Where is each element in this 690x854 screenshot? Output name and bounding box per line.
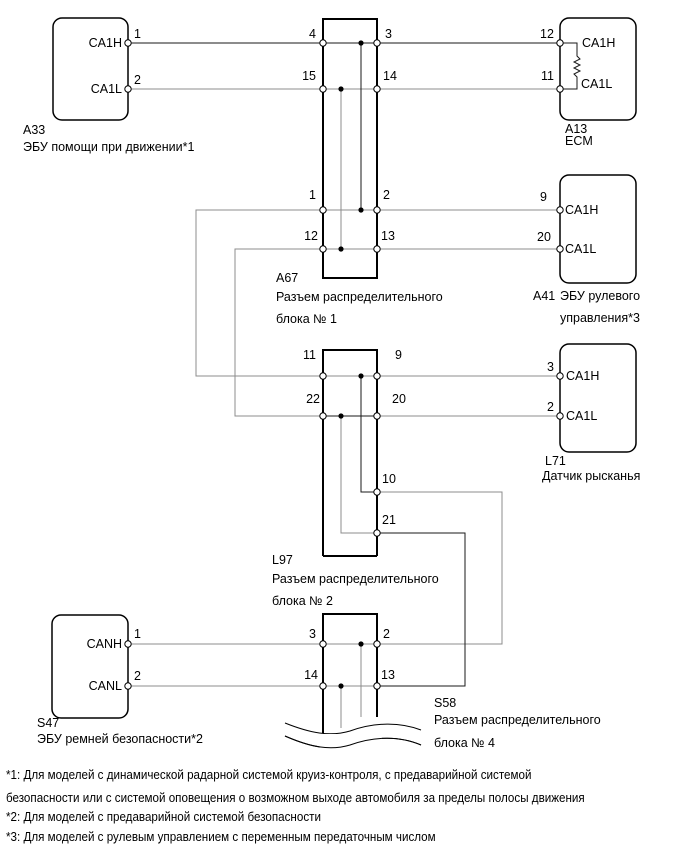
- a13-signal-ca1l: CA1L: [581, 77, 612, 91]
- splice-dots: [338, 40, 364, 689]
- s47-signal-canl: CANL: [89, 679, 122, 693]
- a67-pin-3: 3: [385, 27, 392, 41]
- l71-pin-2: 2: [547, 400, 554, 414]
- a13-pin-11: 11: [541, 69, 554, 83]
- wire-l97-s58-low: [377, 532, 466, 687]
- pin-terminals: [124, 39, 564, 690]
- s47-name: ЭБУ ремней безопасности*2: [37, 732, 203, 746]
- l97-name-line1: Разъем распределительного: [272, 572, 439, 586]
- a67-pin-15: 15: [302, 69, 316, 83]
- a33-pin-2: 2: [134, 73, 141, 87]
- a13-signal-ca1h: CA1H: [582, 36, 615, 50]
- s47-pin-1: 1: [134, 627, 141, 641]
- l71-name: Датчик рысканья: [542, 469, 640, 483]
- a41-signal-ca1h: CA1H: [565, 203, 598, 217]
- component-l71-box: [559, 343, 637, 453]
- component-s47-box: [51, 614, 129, 719]
- l97-id: L97: [272, 553, 293, 567]
- l97-pin-10: 10: [382, 472, 396, 486]
- s47-id: S47: [37, 716, 59, 730]
- a13-id: A13: [565, 122, 587, 136]
- a41-name-line2: управления*3: [560, 311, 640, 325]
- l97-pin-21: 21: [382, 513, 396, 527]
- s58-pin-14: 14: [304, 668, 318, 682]
- footnote-1-line2: безопасности или с системой оповещения о…: [6, 791, 585, 805]
- resistor-icon: [560, 42, 582, 90]
- footnote-1-line1: *1: Для моделей с динамической радарной …: [6, 768, 532, 782]
- a67-pin-13: 13: [381, 229, 395, 243]
- s47-signal-canh: CANH: [87, 637, 122, 651]
- junction-s58: [322, 613, 378, 733]
- l97-pin-20: 20: [392, 392, 406, 406]
- a41-id: A41: [533, 289, 555, 303]
- a33-id: A33: [23, 123, 45, 137]
- a13-name: ECM: [565, 134, 593, 148]
- a41-signal-ca1l: CA1L: [565, 242, 596, 256]
- l97-pin-11: 11: [303, 348, 316, 362]
- wire-l97-s58-high: [377, 491, 503, 645]
- component-a13-box: [559, 17, 637, 121]
- wire-l97-bus-high: [360, 376, 377, 493]
- component-a33-box: [52, 17, 129, 121]
- a33-signal-ca1l: CA1L: [91, 82, 122, 96]
- l71-id: L71: [545, 454, 566, 468]
- l97-name-line2: блока № 2: [272, 594, 333, 608]
- a33-name: ЭБУ помощи при движении*1: [23, 140, 194, 154]
- footnote-3: *3: Для моделей с рулевым управлением с …: [6, 830, 436, 844]
- a41-pin-9: 9: [540, 190, 547, 204]
- a13-pin-12: 12: [540, 27, 554, 41]
- wire-a67-l97-low: [234, 248, 323, 417]
- s58-name-line1: Разъем распределительного: [434, 713, 601, 727]
- a33-pin-1: 1: [134, 27, 141, 41]
- a41-name-line1: ЭБУ рулевого: [560, 289, 640, 303]
- component-a41-box: [559, 174, 637, 284]
- wire-a67-l97-high: [195, 209, 323, 377]
- s47-pin-2: 2: [134, 669, 141, 683]
- a67-id: A67: [276, 271, 298, 285]
- l97-pin-22: 22: [306, 392, 320, 406]
- a67-pin-2: 2: [383, 188, 390, 202]
- junction-l97: [322, 349, 378, 557]
- junction-a67: [322, 18, 378, 279]
- wire-l97-bus-low: [340, 416, 377, 534]
- s58-id: S58: [434, 696, 456, 710]
- s58-pin-13: 13: [381, 668, 395, 682]
- break-line-upper: [284, 722, 422, 735]
- l97-pin-9: 9: [395, 348, 402, 362]
- a33-signal-ca1h: CA1H: [89, 36, 122, 50]
- a67-pin-14: 14: [383, 69, 397, 83]
- s58-pin-2: 2: [383, 627, 390, 641]
- a41-pin-20: 20: [537, 230, 551, 244]
- l71-signal-ca1l: CA1L: [566, 409, 597, 423]
- a67-pin-4: 4: [309, 27, 316, 41]
- a67-name-line2: блока № 1: [276, 312, 337, 326]
- l71-signal-ca1h: CA1H: [566, 369, 599, 383]
- s58-name-line2: блока № 4: [434, 736, 495, 750]
- s58-pin-3: 3: [309, 627, 316, 641]
- l71-pin-3: 3: [547, 360, 554, 374]
- a67-name-line1: Разъем распределительного: [276, 290, 443, 304]
- a67-pin-1: 1: [309, 188, 316, 202]
- wires: [128, 42, 560, 728]
- footnote-2: *2: Для моделей с предаварийной системой…: [6, 810, 321, 824]
- a67-pin-12: 12: [304, 229, 318, 243]
